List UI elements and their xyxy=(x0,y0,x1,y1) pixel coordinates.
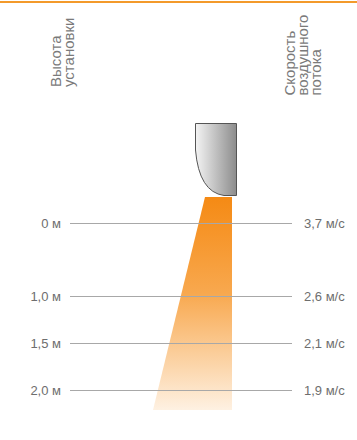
axis-heading: Скорость воздушного потока xyxy=(283,1,322,95)
speed-value: 1,9 м/с xyxy=(304,383,345,398)
airflow-cone xyxy=(153,197,232,410)
height-value: 1,5 м xyxy=(30,336,61,351)
height-value: 0 м xyxy=(41,216,61,231)
axis-heading: Высота установки xyxy=(49,5,75,87)
top-rule xyxy=(0,1,357,3)
speed-value: 2,6 м/с xyxy=(304,289,345,304)
height-lines xyxy=(70,224,292,391)
speed-value: 2,1 м/с xyxy=(304,336,345,351)
height-value: 1,0 м xyxy=(30,289,61,304)
height-value: 2,0 м xyxy=(30,383,61,398)
speed-value: 3,7 м/с xyxy=(304,216,345,231)
air-curtain-unit xyxy=(196,124,237,196)
